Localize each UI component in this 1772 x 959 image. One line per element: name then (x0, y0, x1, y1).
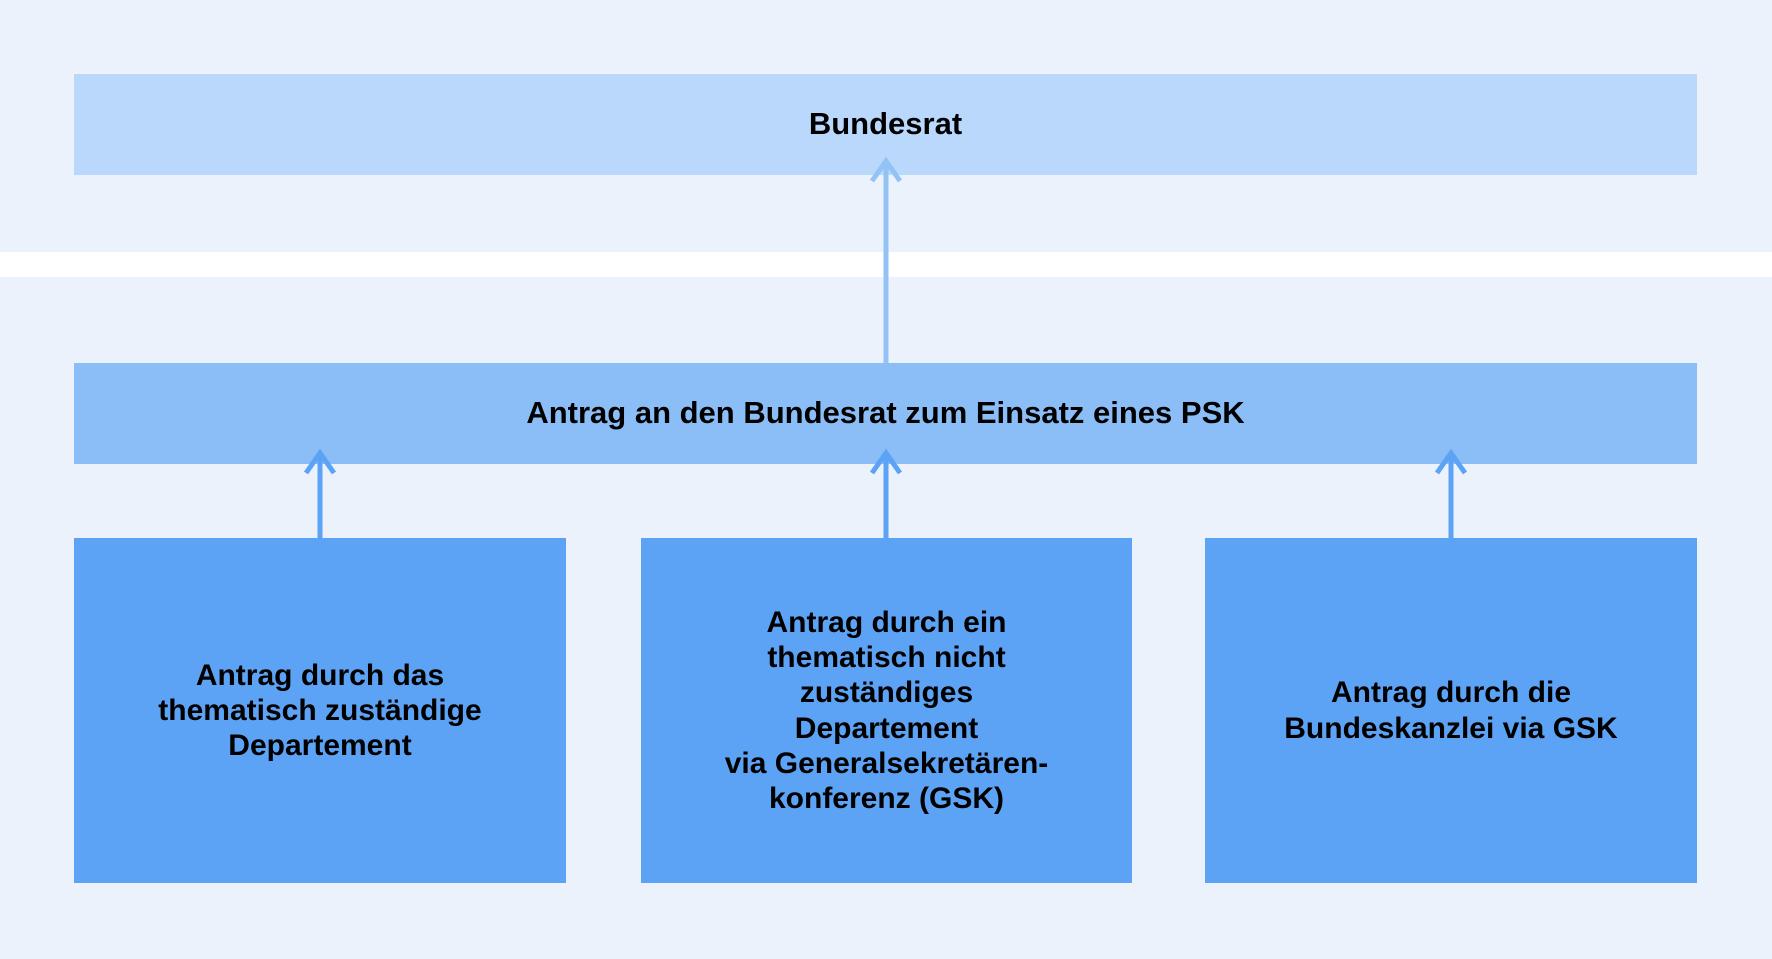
arrow-departement-to-antrag (301, 447, 339, 542)
node-antrag-nicht-zustaendiges-departement: Antrag durch ein thematisch nicht zustän… (641, 538, 1132, 883)
arrow-bundeskanzlei-to-antrag (1432, 447, 1470, 542)
node-antrag-zustaendiges-departement: Antrag durch das thematisch zuständige D… (74, 538, 566, 883)
arrow-antrag-to-bundesrat (867, 155, 905, 365)
arrow-nicht-zustaendiges-departement-to-antrag (867, 447, 905, 542)
node-antrag-an-bundesrat: Antrag an den Bundesrat zum Einsatz eine… (74, 363, 1697, 464)
node-antrag-bundeskanzlei: Antrag durch die Bundeskanzlei via GSK (1205, 538, 1697, 883)
